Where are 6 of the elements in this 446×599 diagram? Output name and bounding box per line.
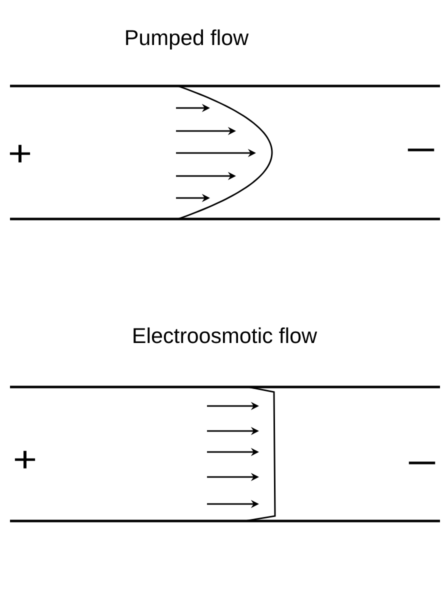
panel-heading: Electroosmotic flow <box>134 327 318 344</box>
polarity-sign: − <box>408 148 434 152</box>
panel-heading: Pumped flow <box>126 29 249 50</box>
polarity-sign: + <box>14 450 36 468</box>
polarity-sign: + <box>10 144 30 162</box>
polarity-sign: − <box>408 462 436 464</box>
